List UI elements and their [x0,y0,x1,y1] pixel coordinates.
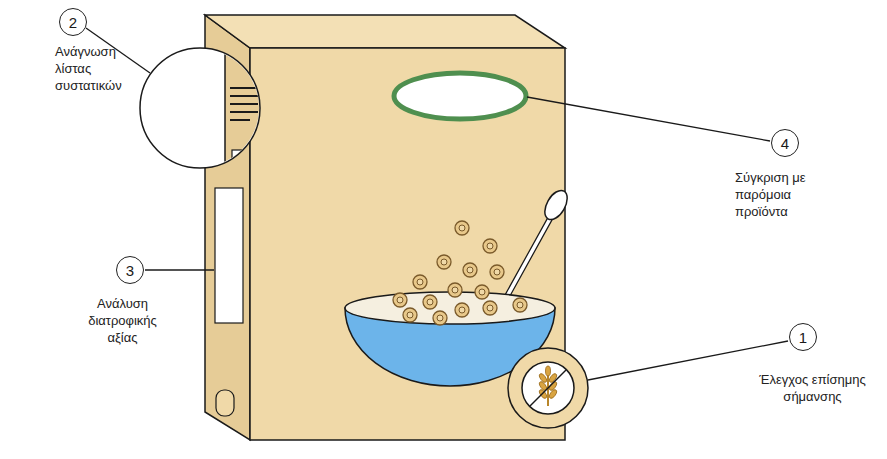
callout-caption: Έλεγχος επίσημης σήμανσης [745,372,880,406]
label-magnifier [508,348,588,428]
callout-circle: 2 [59,8,87,36]
spoon [505,187,572,300]
leader-lines [86,28,788,380]
callout-caption: Ανάλυση διατροφικής αξίας [75,296,170,347]
callout-circle: 3 [116,256,144,284]
brand-oval [394,73,526,119]
side-mark [216,390,234,416]
box-top [205,15,565,48]
callout-number: 1 [799,330,807,345]
nutrition-panel [215,188,243,323]
ingredients-magnifier [140,48,265,175]
cereal-rings [393,221,527,325]
callout-number: 3 [126,263,134,278]
callout-number: 2 [69,15,77,30]
callout-caption: Σύγκριση με παρόμοια προϊόντα [735,170,830,221]
callout-circle: 1 [789,323,817,351]
callout-number: 4 [781,136,789,151]
callout-caption: Ανάγνωση λίστας συστατικών [55,44,155,95]
cereal-ring-holes [397,225,523,321]
callout-circle: 4 [771,129,799,157]
